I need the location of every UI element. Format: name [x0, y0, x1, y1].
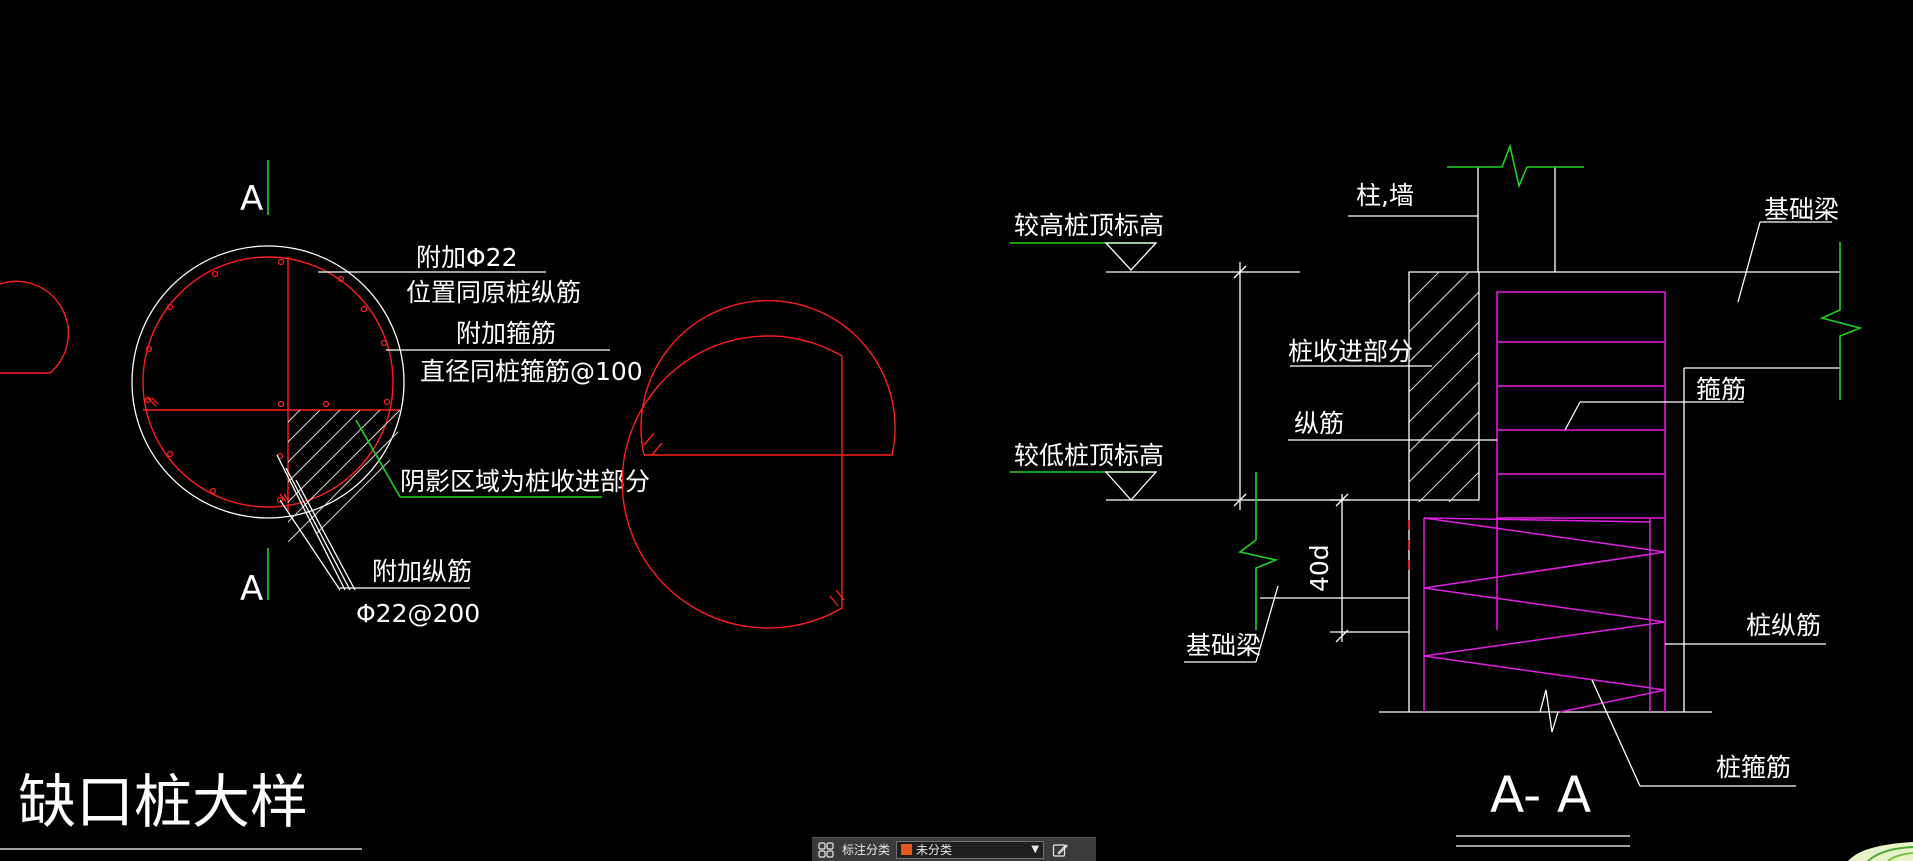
- label-extra-long-bar: 附加纵筋: [372, 557, 472, 586]
- label-extra-bar-position: 位置同原桩纵筋: [406, 278, 581, 307]
- annotation-category-value: 未分类: [916, 843, 953, 857]
- label-stirrup: 箍筋: [1696, 375, 1746, 404]
- stirrup-cage-upper: [1496, 291, 1666, 519]
- notched-pile-detail: A A 附加Φ22 位置同原桩纵筋 附加箍筋 直径同桩箍筋@100 阴影区域为桩…: [0, 160, 650, 850]
- higher-elevation-marker: [1104, 242, 1158, 271]
- rebar-bend-sketch: [621, 299, 896, 629]
- column-break-symbol: [1447, 143, 1584, 189]
- label-long-bar: 纵筋: [1294, 409, 1344, 438]
- label-lower-pile-top: 较低桩顶标高: [1014, 441, 1164, 470]
- label-extra-long-bar-spec: Φ22@200: [356, 599, 480, 628]
- label-extra-stirrup: 附加箍筋: [456, 319, 556, 348]
- section-title: A- A: [1490, 766, 1591, 824]
- lower-elevation-marker: [1104, 471, 1158, 501]
- neighbor-pile-arc: [0, 280, 69, 374]
- label-shaded-area: 阴影区域为桩收进部分: [400, 467, 650, 496]
- label-foundation-beam-top: 基础梁: [1764, 195, 1839, 224]
- label-pile-long-bar: 桩纵筋: [1746, 611, 1821, 640]
- label-anchor-length: 40d: [1305, 544, 1334, 592]
- annotation-category-toolbar: 标注分类 未分类 ▼: [812, 837, 1096, 861]
- section-mark-top: A: [240, 179, 263, 219]
- leaf-logo-icon: [1848, 842, 1913, 861]
- section-a-a: 40d 柱,墙 基础梁 较高桩顶标高 桩收进部分 纵筋 箍筋 较低桩顶标高 基础…: [1010, 143, 1863, 847]
- detail-title: 缺口桩大样: [18, 768, 308, 836]
- pile-outline-circle: [131, 245, 405, 519]
- beam-break-symbol-left: [1238, 472, 1279, 630]
- beam-break-symbol-right: [1819, 242, 1863, 400]
- rebar-dots: [144, 258, 391, 504]
- label-extra-stirrup-diameter: 直径同桩箍筋@100: [420, 357, 643, 386]
- chevron-down-icon: ▼: [1031, 844, 1040, 855]
- section-mark-bottom: A: [240, 569, 263, 609]
- pile-spiral-cage: [1423, 517, 1666, 713]
- label-foundation-beam-bottom: 基础梁: [1186, 631, 1261, 660]
- category-color-swatch: [901, 844, 913, 855]
- annotation-category-select[interactable]: 未分类 ▼: [896, 840, 1045, 859]
- label-extra-bar: 附加Φ22: [416, 243, 518, 272]
- label-column-wall: 柱,墙: [1356, 181, 1414, 210]
- label-higher-pile-top: 较高桩顶标高: [1014, 211, 1164, 240]
- label-pile-setback: 桩收进部分: [1288, 337, 1413, 366]
- annotation-category-label: 标注分类: [842, 843, 891, 857]
- grid-icon[interactable]: [816, 840, 836, 860]
- label-pile-stirrup: 桩箍筋: [1716, 753, 1791, 782]
- edit-icon[interactable]: [1050, 840, 1070, 860]
- rebar-ring: [142, 256, 394, 508]
